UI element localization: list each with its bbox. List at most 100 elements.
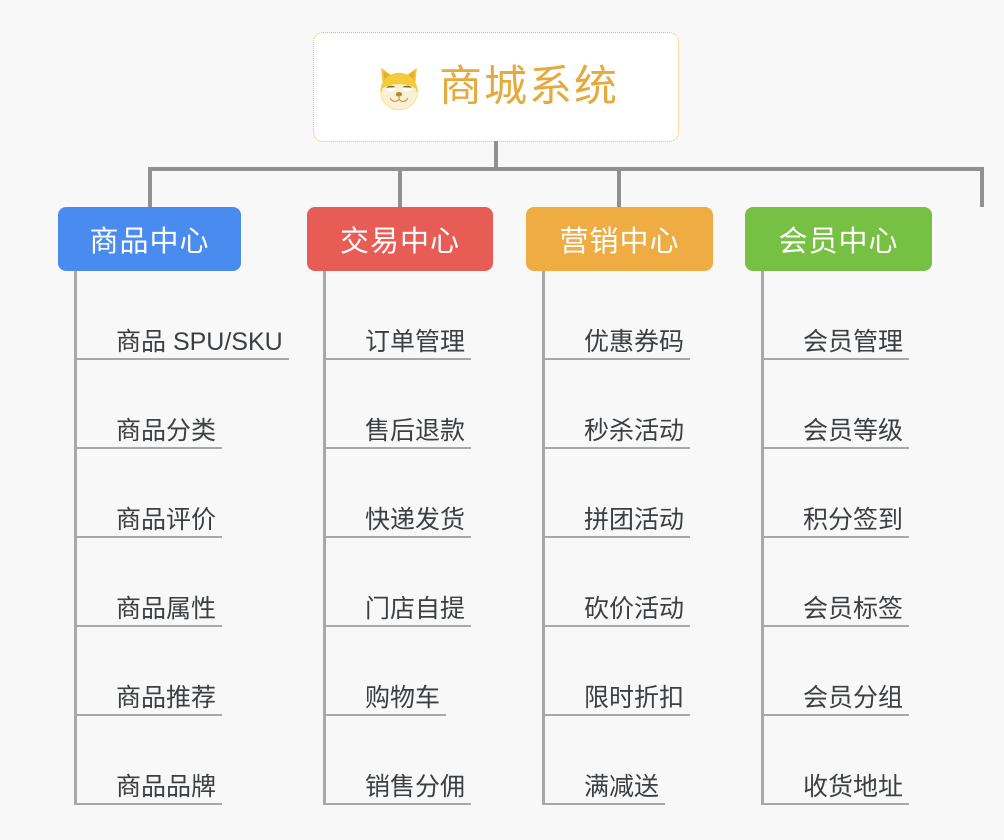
leaf-item[interactable]: 会员标签 [761,538,932,627]
leaf-item-label: 会员等级 [803,416,904,445]
leaf-item[interactable]: 快递发货 [323,449,493,538]
leaf-item-label: 购物车 [365,683,441,712]
leaf-item-underline [323,536,472,538]
leaf-item[interactable]: 商品推荐 [74,627,241,716]
leaf-item-body: 积分签到 [761,505,910,538]
leaf-item-body: 会员分组 [761,683,910,716]
category-header-label: 营销中心 [559,226,680,258]
leaf-item-label: 秒杀活动 [584,416,685,445]
leaf-item[interactable]: 商品品牌 [74,716,241,805]
leaf-item-label: 商品分类 [116,416,217,445]
leaf-item[interactable]: 限时折扣 [542,627,713,716]
leaf-item-underline [323,358,472,360]
category-column-trade-center: 交易中心订单管理售后退款快递发货门店自提购物车销售分佣 [307,207,493,805]
leaf-item-underline [761,358,910,360]
leaf-item[interactable]: 商品属性 [74,538,241,627]
leaf-item-body: 会员标签 [761,595,910,627]
leaf-item-label: 销售分佣 [365,772,466,801]
category-column-marketing-center: 营销中心优惠券码秒杀活动拼团活动砍价活动限时折扣满减送 [526,207,713,805]
category-header-label: 商品中心 [89,226,210,258]
leaf-item-underline [74,358,289,360]
leaf-item-body: 订单管理 [323,327,472,360]
leaf-list-trade-center: 订单管理售后退款快递发货门店自提购物车销售分佣 [307,271,493,805]
leaf-item-label: 满减送 [584,772,660,801]
leaf-item-body: 优惠券码 [542,327,691,360]
leaf-list-member-center: 会员管理会员等级积分签到会员标签会员分组收货地址 [745,271,932,805]
leaf-item-body: 砍价活动 [542,594,691,627]
leaf-item-underline [542,803,666,805]
leaf-item-label: 商品推荐 [116,683,217,712]
leaf-item[interactable]: 商品评价 [74,449,241,538]
category-header-trade-center[interactable]: 交易中心 [307,207,493,271]
connector-drop-4 [980,167,984,207]
shiba-dog-face-icon [373,63,425,115]
leaf-item[interactable]: 购物车 [323,627,493,716]
leaf-item-underline [74,714,223,716]
leaf-item[interactable]: 会员分组 [761,627,932,716]
connector-drop-1 [148,167,152,207]
leaf-item-body: 满减送 [542,772,666,805]
leaf-item-underline [761,714,910,716]
leaf-item[interactable]: 会员等级 [761,360,932,449]
leaf-item-underline [542,536,691,538]
leaf-item-label: 售后退款 [365,416,466,445]
leaf-item-label: 商品品牌 [116,772,217,801]
leaf-item[interactable]: 砍价活动 [542,538,713,627]
leaf-item[interactable]: 销售分佣 [323,716,493,805]
leaf-item[interactable]: 收货地址 [761,716,932,805]
leaf-item[interactable]: 会员管理 [761,271,932,360]
leaf-item-label: 优惠券码 [584,327,685,356]
leaf-item-label: 积分签到 [803,505,904,534]
category-header-marketing-center[interactable]: 营销中心 [526,207,713,271]
leaf-item-body: 商品 SPU/SKU [74,328,289,360]
leaf-item-body: 门店自提 [323,594,472,627]
root-node-mall-system[interactable]: 商城系统 [313,32,679,142]
leaf-item-body: 商品属性 [74,595,223,627]
leaf-item-label: 订单管理 [365,327,466,356]
category-header-member-center[interactable]: 会员中心 [745,207,932,271]
connector-drop-2 [398,167,402,207]
leaf-item-label: 会员分组 [803,683,904,712]
leaf-item[interactable]: 订单管理 [323,271,493,360]
leaf-item-body: 拼团活动 [542,505,691,538]
leaf-item-underline [761,447,910,449]
connector-horizontal-bus [148,167,984,171]
leaf-item-body: 会员等级 [761,416,910,449]
leaf-item-underline [74,536,223,538]
connector-root-stem [494,141,498,170]
leaf-item-underline [761,536,910,538]
leaf-item-body: 限时折扣 [542,684,691,716]
leaf-item-body: 会员管理 [761,328,910,360]
category-column-member-center: 会员中心会员管理会员等级积分签到会员标签会员分组收货地址 [745,207,932,805]
leaf-item-underline [761,625,910,627]
leaf-item-body: 购物车 [323,683,447,716]
leaf-item[interactable]: 门店自提 [323,538,493,627]
leaf-item[interactable]: 满减送 [542,716,713,805]
leaf-item-underline [323,447,472,449]
leaf-item[interactable]: 商品分类 [74,360,241,449]
leaf-item-body: 快递发货 [323,505,472,538]
category-header-product-center[interactable]: 商品中心 [58,207,241,271]
leaf-item[interactable]: 积分签到 [761,449,932,538]
leaf-item[interactable]: 拼团活动 [542,449,713,538]
leaf-item-underline [761,803,910,805]
leaf-item-label: 砍价活动 [584,594,685,623]
leaf-item-body: 商品品牌 [74,772,223,805]
leaf-item[interactable]: 秒杀活动 [542,360,713,449]
leaf-item-label: 快递发货 [365,505,466,534]
leaf-list-product-center: 商品 SPU/SKU 商品分类商品评价商品属性商品推荐商品品牌 [58,271,289,805]
leaf-item-label: 拼团活动 [584,505,685,534]
leaf-item[interactable]: 售后退款 [323,360,493,449]
leaf-item[interactable]: 商品 SPU/SKU [74,271,289,360]
leaf-item-label: 商品评价 [116,505,217,534]
leaf-item-label: 收货地址 [803,772,904,801]
leaf-item-underline [323,625,472,627]
leaf-item-underline [323,803,472,805]
connector-spine-trade-center [323,271,326,805]
leaf-item-label: 门店自提 [365,594,466,623]
category-header-label: 交易中心 [339,226,460,258]
leaf-item[interactable]: 优惠券码 [542,271,713,360]
leaf-item-body: 商品分类 [74,416,223,449]
leaf-item-body: 商品评价 [74,505,223,538]
